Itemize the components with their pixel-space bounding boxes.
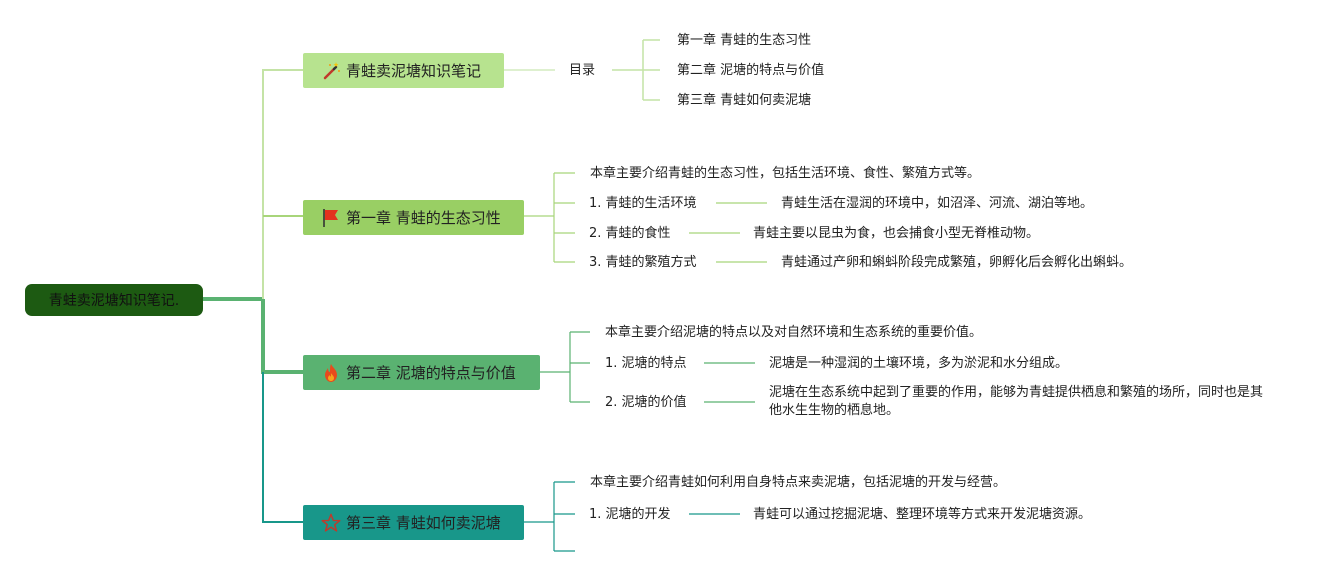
b1-connector <box>524 172 575 263</box>
toc-label[interactable]: 目录 <box>569 63 596 78</box>
subtopic-title[interactable]: 2. 青蛙的食性 <box>589 226 671 241</box>
b2-detail-links <box>704 362 755 403</box>
branch-topic-chapter-2[interactable]: 第二章 泥塘的特点与价值 <box>303 355 540 390</box>
fire-icon <box>321 363 341 383</box>
b2-connector <box>540 331 590 403</box>
branch-topic-chapter-1[interactable]: 第一章 青蛙的生态习性 <box>303 200 524 235</box>
chapter-intro[interactable]: 本章主要介绍泥塘的特点以及对自然环境和生态系统的重要价值。 <box>605 325 983 340</box>
b1-detail-links <box>689 202 767 263</box>
subtopic-title[interactable]: 1. 青蛙的生活环境 <box>589 196 697 211</box>
trunk-branch-3 <box>262 372 303 523</box>
trunk-branch-2 <box>261 299 303 374</box>
branch-topic-label: 第二章 泥塘的特点与价值 <box>346 364 516 382</box>
chapter-intro[interactable]: 本章主要介绍青蛙如何利用自身特点来卖泥塘，包括泥塘的开发与经营。 <box>590 475 1007 490</box>
magic-wand-icon <box>321 61 341 81</box>
root-topic[interactable]: 青蛙卖泥塘知识笔记. <box>25 284 203 316</box>
subtopic-detail[interactable]: 青蛙主要以昆虫为食，也会捕食小型无脊椎动物。 <box>753 226 1040 241</box>
subtopic-title[interactable]: 1. 泥塘的特点 <box>605 356 687 371</box>
branch-topic-label: 第三章 青蛙如何卖泥塘 <box>346 514 501 532</box>
b3-connector <box>524 481 575 552</box>
subtopic-title[interactable]: 2. 泥塘的价值 <box>605 395 687 410</box>
toc-item[interactable]: 第二章 泥塘的特点与价值 <box>677 63 825 78</box>
star-outline-icon <box>321 513 341 533</box>
root-topic-label: 青蛙卖泥塘知识笔记. <box>48 293 180 309</box>
branch-topic-label: 青蛙卖泥塘知识笔记 <box>346 62 482 80</box>
branch-topic-notes[interactable]: 青蛙卖泥塘知识笔记 <box>303 53 504 88</box>
toc-item[interactable]: 第一章 青蛙的生态习性 <box>677 33 812 48</box>
branch-topic-label: 第一章 青蛙的生态习性 <box>346 209 501 227</box>
toc-item[interactable]: 第三章 青蛙如何卖泥塘 <box>677 93 812 108</box>
subtopic-title[interactable]: 3. 青蛙的繁殖方式 <box>589 255 697 270</box>
branch-topic-chapter-3[interactable]: 第三章 青蛙如何卖泥塘 <box>303 505 524 540</box>
subtopic-title[interactable]: 1. 泥塘的开发 <box>589 507 671 522</box>
subtopic-detail[interactable]: 泥塘是一种湿润的土壤环境，多为淤泥和水分组成。 <box>769 356 1069 371</box>
toc-connector <box>612 39 660 101</box>
subtopic-detail[interactable]: 青蛙可以通过挖掘泥塘、整理环境等方式来开发泥塘资源。 <box>753 507 1092 522</box>
subtopic-detail[interactable]: 青蛙通过产卵和蝌蚪阶段完成繁殖，卵孵化后会孵化出蝌蚪。 <box>781 255 1133 270</box>
red-flag-icon <box>321 208 341 228</box>
chapter-intro[interactable]: 本章主要介绍青蛙的生态习性，包括生活环境、食性、繁殖方式等。 <box>590 166 981 181</box>
subtopic-detail[interactable]: 青蛙生活在湿润的环境中，如沼泽、河流、湖泊等地。 <box>781 196 1094 211</box>
subtopic-detail[interactable]: 泥塘在生态系统中起到了重要的作用，能够为青蛙提供栖息和繁殖的场所，同时也是其他水… <box>769 385 1264 418</box>
trunk-branch-0 <box>262 69 303 299</box>
